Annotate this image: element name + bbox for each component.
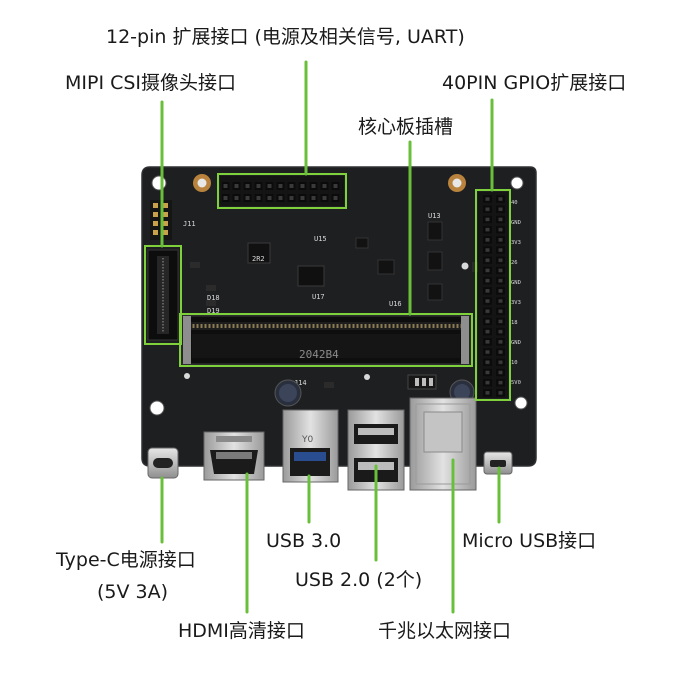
- ethernet-port: [409, 397, 477, 491]
- label-hdmi: HDMI高清接口: [178, 620, 305, 642]
- svg-text:J11: J11: [183, 220, 196, 228]
- label-mipi-csi: MIPI CSI摄像头接口: [65, 72, 237, 94]
- svg-text:40: 40: [511, 200, 518, 206]
- svg-text:U17: U17: [312, 293, 325, 301]
- leader-lines: [160, 60, 501, 614]
- core-board-slot: 2042B4: [181, 315, 471, 365]
- label-ethernet: 千兆以太网接口: [378, 620, 512, 642]
- svg-text:2R2: 2R2: [252, 255, 265, 263]
- label-type-c-spec: (5V 3A): [97, 581, 169, 603]
- type-c-port: [147, 447, 179, 479]
- label-12pin-header: 12-pin 扩展接口 (电源及相关信号, UART): [106, 26, 465, 48]
- svg-text:10: 10: [511, 360, 518, 366]
- label-micro-usb: Micro USB接口: [462, 530, 597, 552]
- usb3-port: Y0: [282, 409, 339, 483]
- copper-pad: [184, 174, 469, 380]
- svg-text:18: 18: [511, 320, 518, 326]
- svg-text:GND: GND: [511, 340, 521, 346]
- label-type-c-power: Type-C电源接口: [56, 549, 196, 571]
- svg-text:GND: GND: [511, 220, 521, 226]
- hdmi-port: [203, 431, 265, 481]
- slot-marking: 2042B4: [299, 348, 339, 361]
- label-usb3: USB 3.0: [266, 530, 342, 552]
- svg-text:26: 26: [511, 260, 518, 266]
- label-core-slot: 核心板插槽: [358, 116, 454, 138]
- svg-text:D19: D19: [207, 307, 220, 315]
- svg-text:U13: U13: [428, 212, 441, 220]
- svg-text:3V3: 3V3: [511, 300, 521, 306]
- svg-text:5V0: 5V0: [511, 380, 521, 386]
- gpio-silkscreen: 40 GND 3V3 26 GND 3V3 18 GND 10 5V0: [511, 200, 521, 386]
- svg-text:U16: U16: [389, 300, 402, 308]
- svg-text:J14: J14: [294, 379, 307, 387]
- label-40pin-gpio: 40PIN GPIO扩展接口: [442, 72, 627, 94]
- mounting-hole: [149, 175, 528, 416]
- label-usb2: USB 2.0 (2个): [295, 569, 423, 591]
- svg-text:D18: D18: [207, 294, 220, 302]
- usb3-marking: Y0: [301, 435, 313, 445]
- svg-text:GND: GND: [511, 280, 521, 286]
- silkscreen-detail: 2R2 U13 U15 U17 U16 D18 D19 J14 J11: [183, 212, 478, 390]
- svg-text:3V3: 3V3: [511, 240, 521, 246]
- svg-text:U15: U15: [314, 235, 327, 243]
